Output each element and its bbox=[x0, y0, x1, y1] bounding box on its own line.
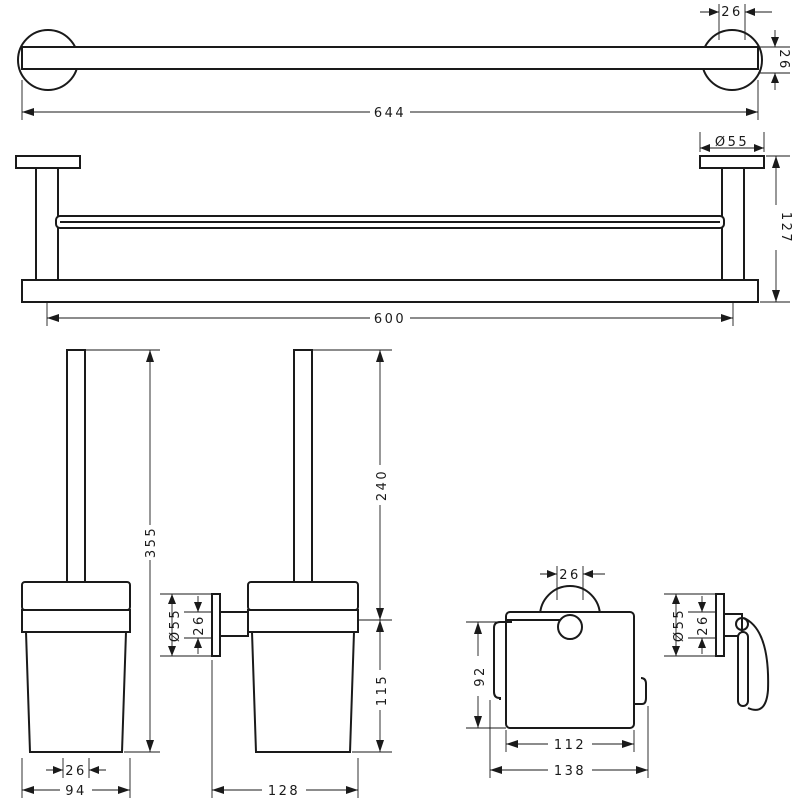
dim-label-brush-handle: 240 bbox=[375, 469, 390, 501]
brush-side-handle bbox=[293, 349, 313, 583]
dim-rail-top-depth: 26 bbox=[700, 4, 772, 40]
dim-label-paper-rose: Ø55 bbox=[672, 608, 687, 642]
dim-rail-length: 600 bbox=[46, 302, 734, 327]
dim-brush-width: 94 bbox=[21, 758, 131, 799]
paper-axle-circle bbox=[557, 614, 583, 640]
dim-brush-rose-diameter: Ø55 bbox=[160, 593, 212, 657]
brush-wall-rose bbox=[211, 593, 221, 657]
paper-holder-front bbox=[493, 585, 647, 729]
dim-label-brush-rose: Ø55 bbox=[168, 608, 183, 642]
dim-brush-holder: 115 bbox=[352, 620, 392, 753]
paper-side-cover bbox=[743, 617, 770, 711]
dim-label-paper-height: 92 bbox=[473, 665, 488, 687]
dim-label-brush-width: 94 bbox=[65, 784, 87, 799]
dim-label-brush-holder: 115 bbox=[375, 674, 390, 706]
dim-label-paper-depth: 26 bbox=[696, 614, 711, 636]
paper-side-rose bbox=[715, 593, 725, 657]
left-rose-front bbox=[15, 155, 81, 169]
dim-label-rail-top-depth: 26 bbox=[721, 5, 743, 20]
dim-paper-rose-diameter: Ø55 bbox=[664, 593, 716, 657]
brush-handle bbox=[66, 349, 86, 583]
dim-rail-rose-diameter: Ø55 bbox=[699, 132, 765, 152]
rail-top-view bbox=[17, 29, 763, 91]
dim-label-brush-projection: 128 bbox=[268, 784, 300, 799]
dim-brush-projection: 128 bbox=[211, 660, 359, 799]
dim-paper-height: 92 bbox=[466, 621, 506, 729]
right-rose-front bbox=[699, 155, 765, 169]
dim-label-rail-top-height: 26 bbox=[776, 49, 791, 71]
brush-lid bbox=[21, 581, 131, 611]
paper-side-axle bbox=[735, 617, 749, 631]
brush-glass bbox=[24, 631, 128, 753]
dim-paper-rose-depth: 26 bbox=[688, 596, 716, 654]
lower-bar bbox=[21, 279, 759, 303]
dim-label-paper-pipe: 26 bbox=[559, 568, 581, 583]
dim-label-rail-rose: Ø55 bbox=[715, 135, 749, 150]
dim-brush-total: 355 bbox=[86, 349, 160, 753]
paper-side-bar bbox=[737, 631, 749, 707]
dim-paper-pipe: 26 bbox=[540, 566, 605, 600]
brush-front-view bbox=[21, 349, 131, 753]
dim-rail-height: 127 bbox=[760, 155, 793, 303]
dim-brush-base-pipe: 26 bbox=[46, 758, 106, 779]
brush-collar bbox=[21, 609, 131, 633]
paper-holder-side bbox=[715, 593, 770, 711]
dim-brush-rose-depth: 26 bbox=[184, 596, 212, 654]
left-post bbox=[35, 167, 59, 281]
dim-paper-total-width: 138 bbox=[489, 700, 649, 779]
rail-front-view bbox=[15, 155, 765, 303]
brush-side-collar bbox=[247, 609, 359, 633]
dim-label-brush-base: 26 bbox=[65, 764, 87, 779]
brush-side-glass bbox=[250, 631, 356, 753]
brush-side-view bbox=[211, 349, 359, 753]
dim-paper-width: 112 bbox=[505, 730, 635, 753]
paper-rose bbox=[538, 585, 602, 617]
brush-arm bbox=[219, 611, 249, 637]
paper-cover bbox=[505, 611, 635, 729]
dim-label-brush-depth: 26 bbox=[192, 614, 207, 636]
dim-label-brush-total: 355 bbox=[144, 526, 159, 558]
dim-rail-top-height: 26 bbox=[758, 30, 791, 90]
dim-rail-top-total: 644 bbox=[21, 80, 759, 121]
dim-label-rail-length: 600 bbox=[374, 312, 406, 327]
dim-label-rail-height: 127 bbox=[778, 212, 793, 244]
dim-label-paper-total: 138 bbox=[554, 764, 586, 779]
dim-label-rail-total: 644 bbox=[374, 106, 406, 121]
rail-bar-top bbox=[21, 46, 759, 70]
dim-brush-handle: 240 bbox=[312, 349, 392, 621]
dim-label-paper-width: 112 bbox=[554, 738, 586, 753]
paper-right-tab bbox=[634, 677, 647, 705]
right-post bbox=[721, 167, 745, 281]
brush-side-lid bbox=[247, 581, 359, 611]
